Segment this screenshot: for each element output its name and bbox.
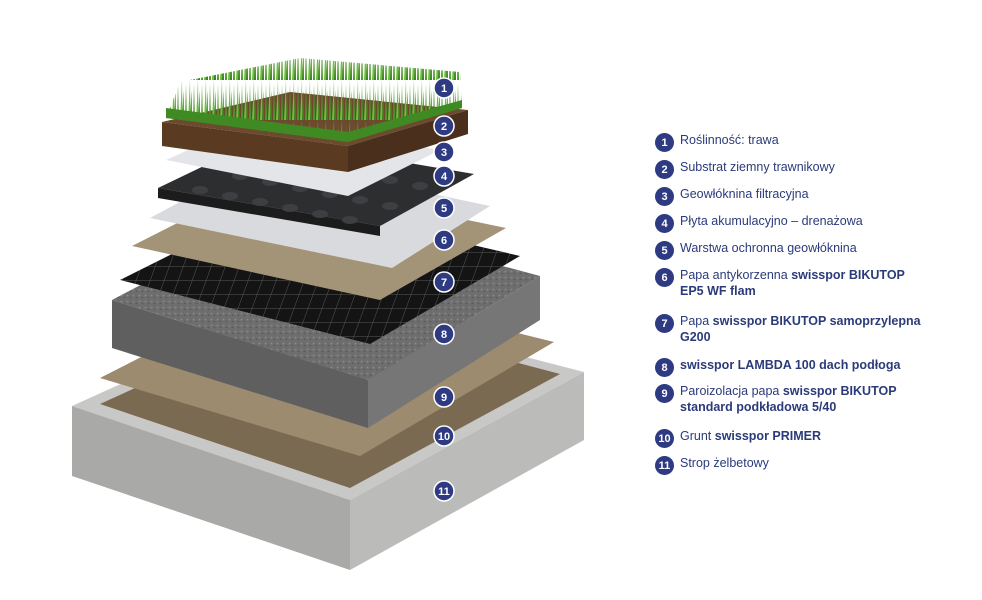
legend-text: Strop żelbetowy [680,455,925,471]
callout-5: 5 [433,197,455,219]
callout-10: 10 [433,425,455,447]
legend-text: Papa swisspor BIKUTOP samoprzylepna G200 [680,313,925,345]
legend-item: 7 Papa swisspor BIKUTOP samoprzylepna G20… [655,313,925,345]
legend-text-regular: Paroizolacja papa [680,384,783,398]
legend-text-regular: Strop żelbetowy [680,456,769,470]
legend-number-badge: 3 [655,187,674,206]
legend-item: 8 swisspor LAMBDA 100 dach podłoga [655,357,925,377]
layer-grass [166,58,462,142]
legend-number-badge: 11 [655,456,674,475]
legend-text-product: swisspor BIKUTOP EP5 WF flam [680,268,905,298]
legend-text-product: swisspor LAMBDA 100 dach podłoga [680,358,901,372]
legend-number-badge: 9 [655,384,674,403]
callout-label: 7 [441,277,447,289]
legend-number-badge: 6 [655,268,674,287]
legend-number-badge: 2 [655,160,674,179]
legend-text: Substrat ziemny trawnikowy [680,159,925,175]
legend-text: Warstwa ochronna geowłóknina [680,240,925,256]
callout-label: 6 [441,235,447,247]
legend-text: Roślinność: trawa [680,132,925,148]
legend-text: Paroizolacja papa swisspor BIKUTOP stand… [680,383,925,415]
legend-text-product: swisspor BIKUTOP samoprzylepna G200 [680,314,921,344]
legend-number-badge: 1 [655,133,674,152]
callout-label: 8 [441,329,447,341]
callout-label: 1 [441,83,447,95]
callout-label: 10 [438,431,450,443]
legend-text: swisspor LAMBDA 100 dach podłoga [680,357,925,373]
legend-item: 11 Strop żelbetowy [655,455,925,475]
callout-label: 4 [441,171,448,183]
callout-badges: 1 2 3 4 5 6 7 8 9 10 11 [433,77,455,502]
legend-item: 3 Geowłóknina filtracyjna [655,186,925,206]
legend-number-badge: 10 [655,429,674,448]
legend-text: Płyta akumulacyjno – drenażowa [680,213,925,229]
legend-text-product: swisspor PRIMER [714,429,822,443]
callout-label: 9 [441,392,447,404]
legend-item: 10 Grunt swisspor PRIMER [655,428,925,448]
callout-11: 11 [433,480,455,502]
legend-number-badge: 5 [655,241,674,260]
legend-text-regular: Płyta akumulacyjno – drenażowa [680,214,863,228]
legend-item: 4 Płyta akumulacyjno – drenażowa [655,213,925,233]
layer-diagram: 1 2 3 4 5 6 7 8 9 10 11 [72,58,584,570]
callout-7: 7 [433,271,455,293]
legend-text: Geowłóknina filtracyjna [680,186,925,202]
legend-text-product: swisspor BIKUTOP standard podkładowa 5/4… [680,384,897,414]
legend-number-badge: 8 [655,358,674,377]
callout-label: 3 [441,147,447,159]
legend-item: 1 Roślinność: trawa [655,132,925,152]
legend-item: 2 Substrat ziemny trawnikowy [655,159,925,179]
legend-text-regular: Roślinność: trawa [680,133,779,147]
legend-item: 5 Warstwa ochronna geowłóknina [655,240,925,260]
callout-6: 6 [433,229,455,251]
callout-3: 3 [433,141,455,163]
callout-4: 4 [433,165,455,187]
legend-text-regular: Geowłóknina filtracyjna [680,187,809,201]
legend-number-badge: 4 [655,214,674,233]
legend-text-regular: Papa antykorzenna [680,268,792,282]
callout-2: 2 [433,115,455,137]
legend-text-regular: Papa [680,314,713,328]
legend-text-regular: Warstwa ochronna geowłóknina [680,241,857,255]
callout-8: 8 [433,323,455,345]
callout-label: 11 [438,486,450,498]
callout-9: 9 [433,386,455,408]
legend-text-regular: Substrat ziemny trawnikowy [680,160,835,174]
callout-label: 2 [441,121,447,133]
callout-label: 5 [441,203,447,215]
legend-item: 6 Papa antykorzenna swisspor BIKUTOP EP5 … [655,267,925,299]
legend-text: Grunt swisspor PRIMER [680,428,925,444]
callout-1: 1 [433,77,455,99]
legend-text: Papa antykorzenna swisspor BIKUTOP EP5 W… [680,267,925,299]
legend-number-badge: 7 [655,314,674,333]
legend-item: 9 Paroizolacja papa swisspor BIKUTOP stan… [655,383,925,415]
legend-text-regular: Grunt [680,429,715,443]
